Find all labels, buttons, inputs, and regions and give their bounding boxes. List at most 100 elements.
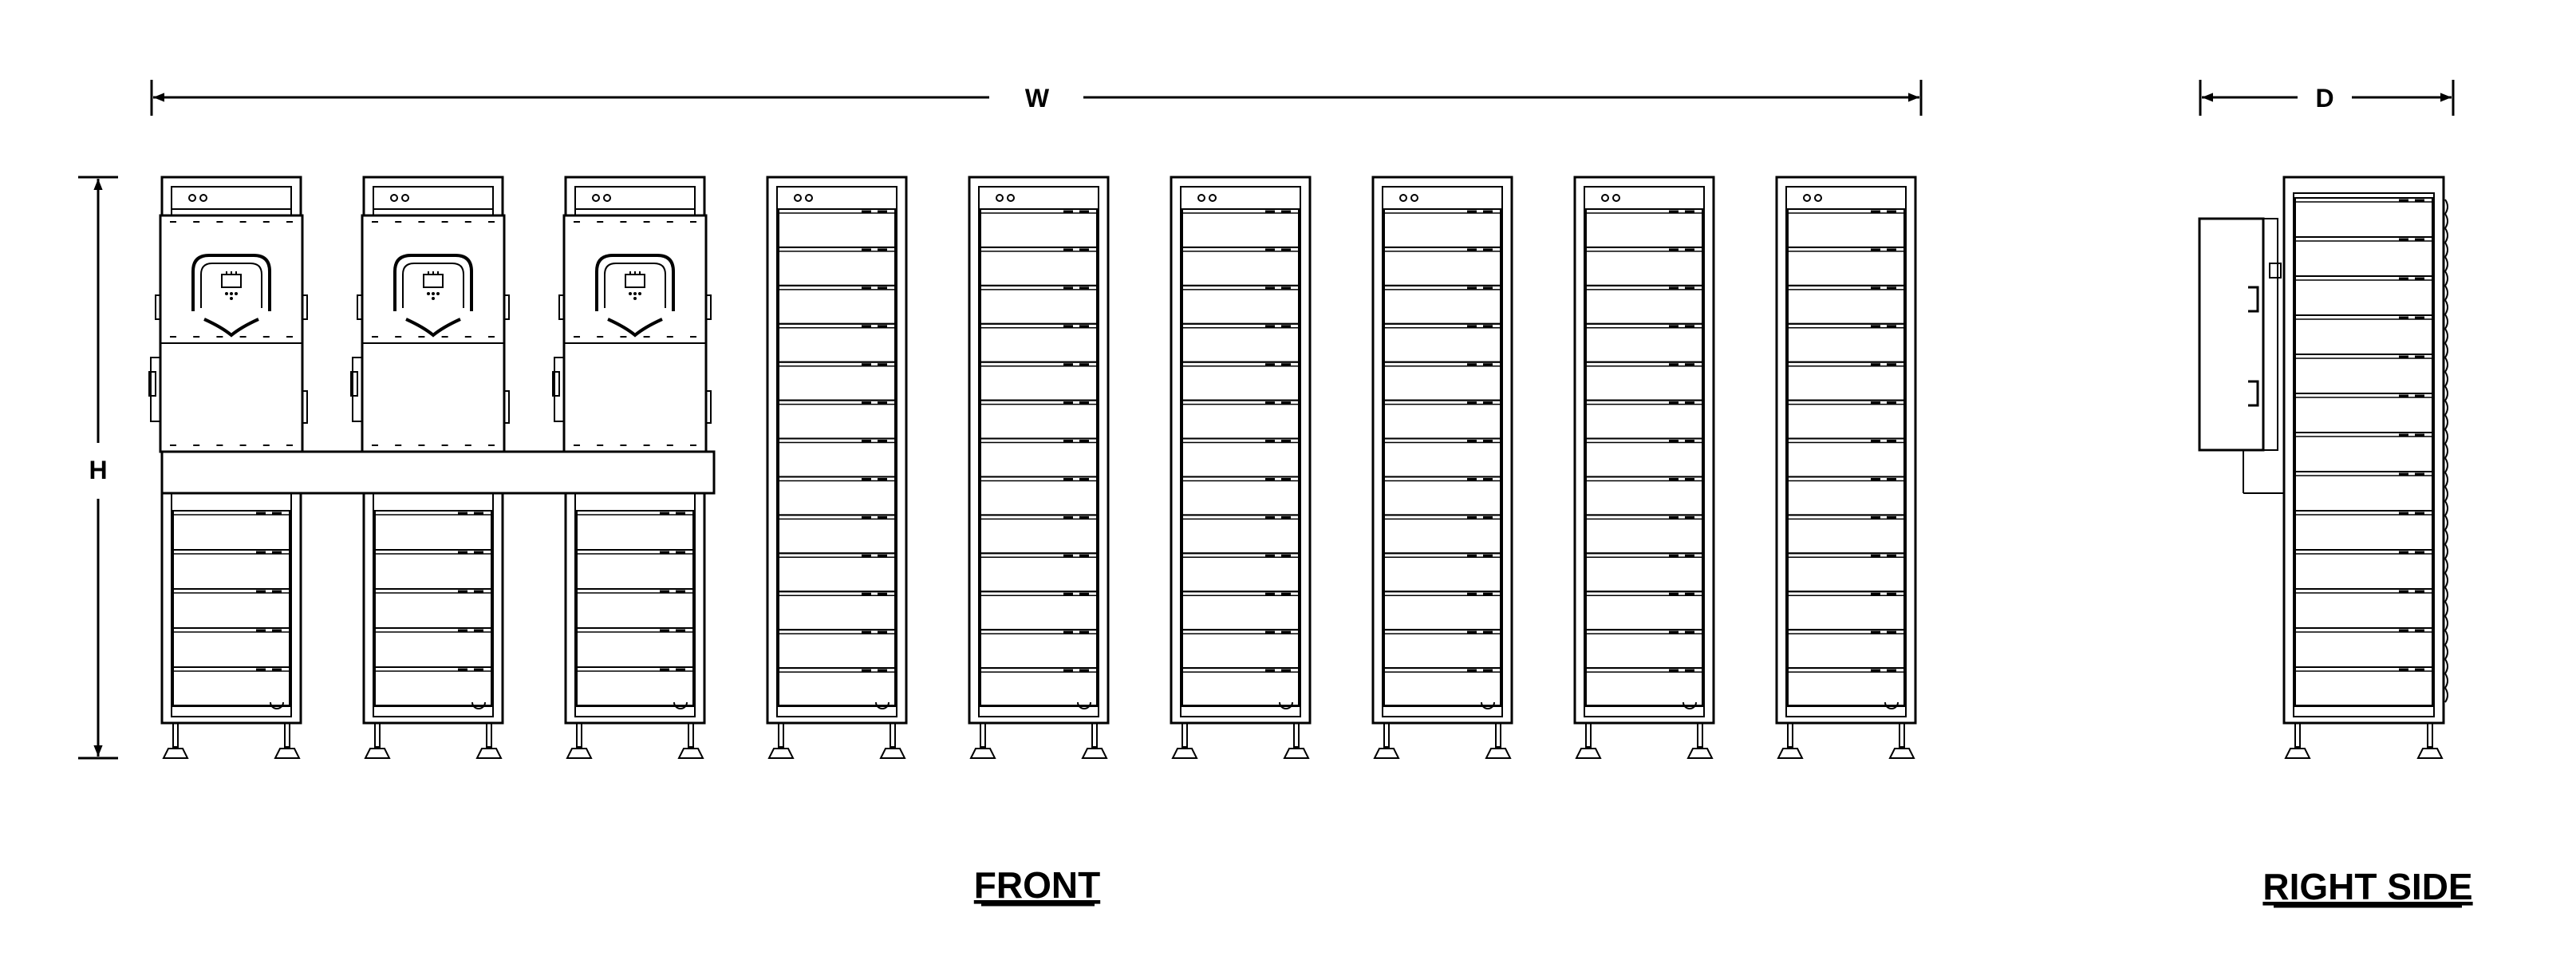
cabinet-leg xyxy=(172,722,179,748)
side-cabinet-frame xyxy=(2282,176,2445,725)
battery-module xyxy=(1383,208,1501,248)
cable-chain-link xyxy=(2444,357,2448,373)
leveling-foot xyxy=(1777,748,1804,759)
display-bezel-inner xyxy=(604,263,666,308)
cabinet-leg xyxy=(2294,722,2301,748)
battery-module xyxy=(1585,437,1703,478)
inverter-cabinet xyxy=(350,176,510,759)
battery-module xyxy=(778,437,896,478)
battery-module xyxy=(1181,667,1300,707)
cabinet-inner-frame xyxy=(1180,186,1301,717)
ground-lug xyxy=(1481,701,1495,709)
battery-module xyxy=(1787,208,1905,248)
side-latch xyxy=(558,294,565,320)
battery-module xyxy=(2294,432,2433,472)
battery-module xyxy=(980,322,1098,363)
conduit-port xyxy=(148,371,156,397)
battery-module xyxy=(1181,629,1300,670)
keypad-button xyxy=(235,292,238,295)
side-latch xyxy=(302,390,308,424)
ground-lug xyxy=(1077,701,1091,709)
side-cabinet-inner xyxy=(2293,192,2435,717)
battery-module xyxy=(1181,399,1300,440)
battery-module xyxy=(1383,399,1501,440)
battery-module xyxy=(1181,437,1300,478)
front-view-title: FRONT xyxy=(974,864,1100,906)
battery-module xyxy=(1383,552,1501,593)
cable-chain-link xyxy=(2444,429,2448,444)
battery-module xyxy=(778,284,896,325)
cable-chain-link xyxy=(2444,687,2448,703)
battery-module xyxy=(374,549,492,590)
conduit-bracket xyxy=(352,357,362,422)
cabinet-leg xyxy=(688,722,694,748)
battery-module xyxy=(172,510,290,551)
battery-module xyxy=(2294,627,2433,668)
battery-module xyxy=(1585,399,1703,440)
battery-module xyxy=(576,510,694,551)
cable-chain-link xyxy=(2444,529,2448,545)
keypad-button xyxy=(436,292,440,295)
cabinet-leg xyxy=(890,722,896,748)
ground-lug xyxy=(1279,701,1293,709)
battery-module xyxy=(980,667,1098,707)
ground-lug xyxy=(1884,701,1899,709)
battery-module xyxy=(374,627,492,668)
battery-module xyxy=(980,591,1098,631)
status-led xyxy=(1410,194,1418,202)
battery-module xyxy=(778,667,896,707)
battery-module xyxy=(980,246,1098,286)
cabinet-frame xyxy=(1573,176,1715,725)
cabinet-frame xyxy=(766,176,908,725)
battery-module xyxy=(1787,246,1905,286)
battery-module xyxy=(778,246,896,286)
battery-module xyxy=(374,510,492,551)
cable-chain-link xyxy=(2444,242,2448,258)
cable-chain-link xyxy=(2444,414,2448,430)
battery-module xyxy=(374,588,492,629)
ground-lug xyxy=(1682,701,1697,709)
cabinet-leg xyxy=(374,722,381,748)
battery-module xyxy=(778,629,896,670)
leveling-foot xyxy=(1888,748,1915,759)
keypad-button xyxy=(432,292,435,295)
battery-module xyxy=(1383,591,1501,631)
battery-module xyxy=(778,552,896,593)
cabinet-leg xyxy=(1787,722,1793,748)
status-led xyxy=(199,194,207,202)
width-dimension xyxy=(150,80,1923,116)
battery-module xyxy=(778,361,896,401)
side-view-title: RIGHT SIDE xyxy=(2262,866,2472,907)
battery-module xyxy=(576,627,694,668)
leveling-foot xyxy=(969,748,996,759)
battery-module xyxy=(1181,591,1300,631)
side-latch xyxy=(705,390,712,424)
battery-module xyxy=(1585,476,1703,516)
cable-chain-link xyxy=(2444,457,2448,473)
battery-module xyxy=(1585,361,1703,401)
leveling-foot xyxy=(566,748,593,759)
cabinet-leg xyxy=(1899,722,1905,748)
battery-cabinet xyxy=(1170,176,1312,759)
battery-module xyxy=(778,399,896,440)
battery-module xyxy=(2294,510,2433,551)
status-led xyxy=(390,194,398,202)
conduit-bracket xyxy=(150,357,160,422)
cable-chain-link xyxy=(2444,515,2448,531)
cable-chain-link xyxy=(2444,486,2448,502)
battery-module xyxy=(2294,314,2433,355)
battery-module xyxy=(1787,361,1905,401)
status-led xyxy=(1007,194,1015,202)
cabinet-leg xyxy=(1383,722,1390,748)
battery-module xyxy=(1787,552,1905,593)
cabinet-leg xyxy=(1697,722,1703,748)
display-bezel-inner xyxy=(402,263,464,308)
cabinet-leg xyxy=(1181,722,1188,748)
side-view xyxy=(2198,176,2448,759)
status-led xyxy=(1209,194,1217,202)
battery-module xyxy=(1181,476,1300,516)
battery-module xyxy=(980,552,1098,593)
cable-chain-link xyxy=(2444,328,2448,344)
battery-module xyxy=(980,514,1098,555)
